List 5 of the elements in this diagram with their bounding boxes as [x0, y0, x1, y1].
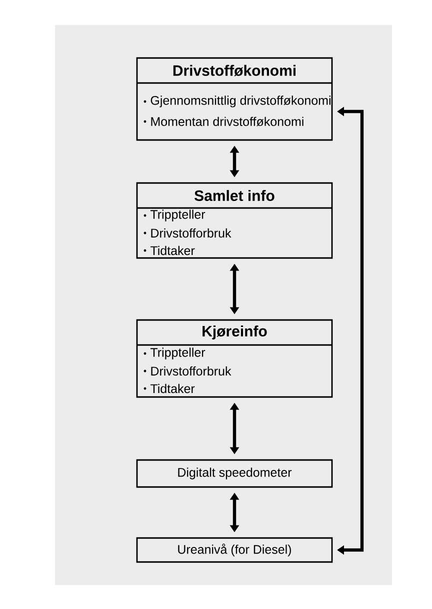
info-box: Kjøreinfo Trippteller Drivstofforbruk Tidtaker — [136, 319, 333, 398]
info-box: Digitalt speedometer — [136, 459, 333, 488]
info-box: Ureanivå (for Diesel) — [136, 537, 333, 563]
info-box: Samlet info Trippteller Drivstofforbruk Tidtaker — [136, 182, 333, 259]
info-box: Drivstofføkonomi Gjennomsnittlig drivstofføkonomi Momentan drivstofføkonomi — [136, 57, 333, 141]
